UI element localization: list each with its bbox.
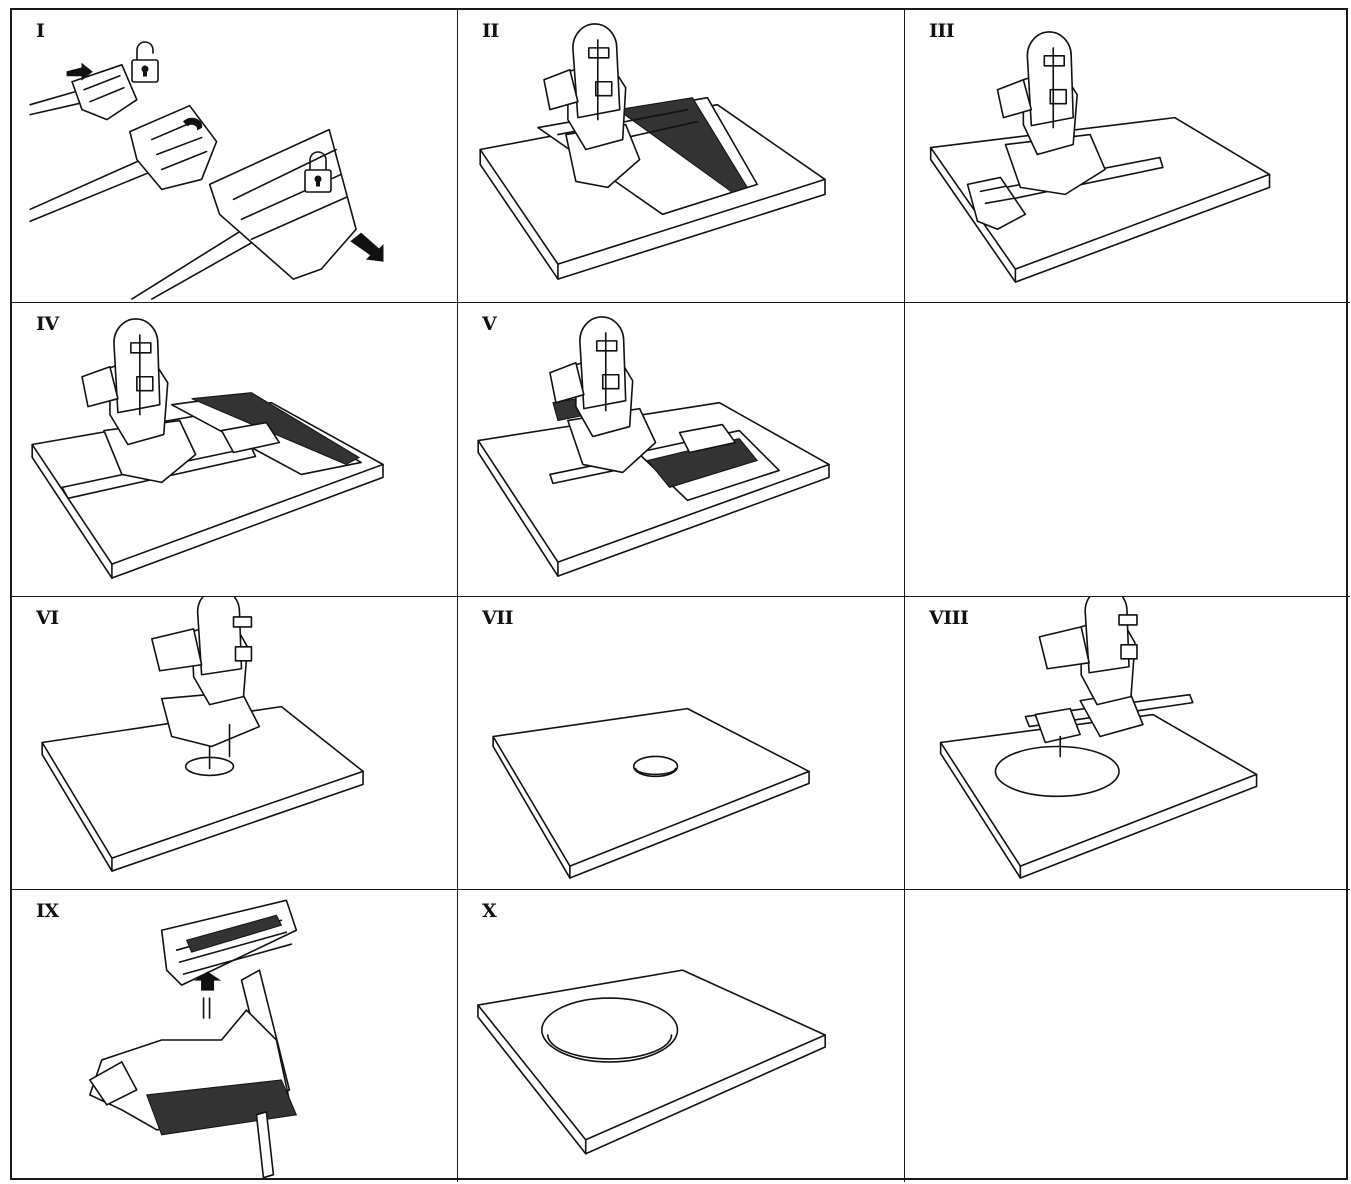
guide-shoe-mounting-illustration [12, 890, 457, 1182]
step-cell-5: V [458, 303, 905, 597]
locked-padlock-icon [304, 151, 332, 193]
board-with-small-hole-illustration [458, 597, 904, 889]
step-cell-9: IX [12, 890, 458, 1182]
circle-cutting-illustration [905, 597, 1350, 889]
step-label: I [36, 20, 45, 42]
step-cell-6: VI [12, 597, 458, 890]
jigsaw-rail-and-guide-illustration [12, 303, 457, 596]
jigsaw-on-guide-rail-illustration [458, 10, 904, 302]
jigsaw-with-parallel-guide-illustration [905, 10, 1350, 302]
step-label: VI [36, 607, 59, 629]
instruction-figure-grid: I [10, 8, 1350, 1182]
step-label: II [482, 20, 499, 42]
step-cell-4: IV [12, 303, 458, 597]
step-cell-1: I [12, 10, 458, 303]
step-label: V [482, 313, 497, 335]
step-cell-8: VIII [905, 597, 1350, 890]
step-label: IX [36, 900, 59, 922]
unlocked-padlock-icon [131, 41, 159, 83]
step-cell-3: III [905, 10, 1350, 303]
step-cell-empty-1 [905, 303, 1350, 597]
jigsaw-reversed-rail-illustration [458, 303, 904, 596]
plunge-hole-start-illustration [12, 597, 457, 889]
step-label: III [929, 20, 955, 42]
step-cell-2: II [458, 10, 905, 303]
board-with-large-hole-illustration [458, 890, 904, 1182]
step-cell-7: VII [458, 597, 905, 890]
step-label: VII [482, 607, 514, 629]
step-label: IV [36, 313, 59, 335]
step-label: X [482, 900, 497, 922]
step-cell-empty-2 [905, 890, 1350, 1182]
step-cell-10: X [458, 890, 905, 1182]
rail-connection-illustration [12, 10, 457, 302]
step-label: VIII [929, 607, 969, 629]
